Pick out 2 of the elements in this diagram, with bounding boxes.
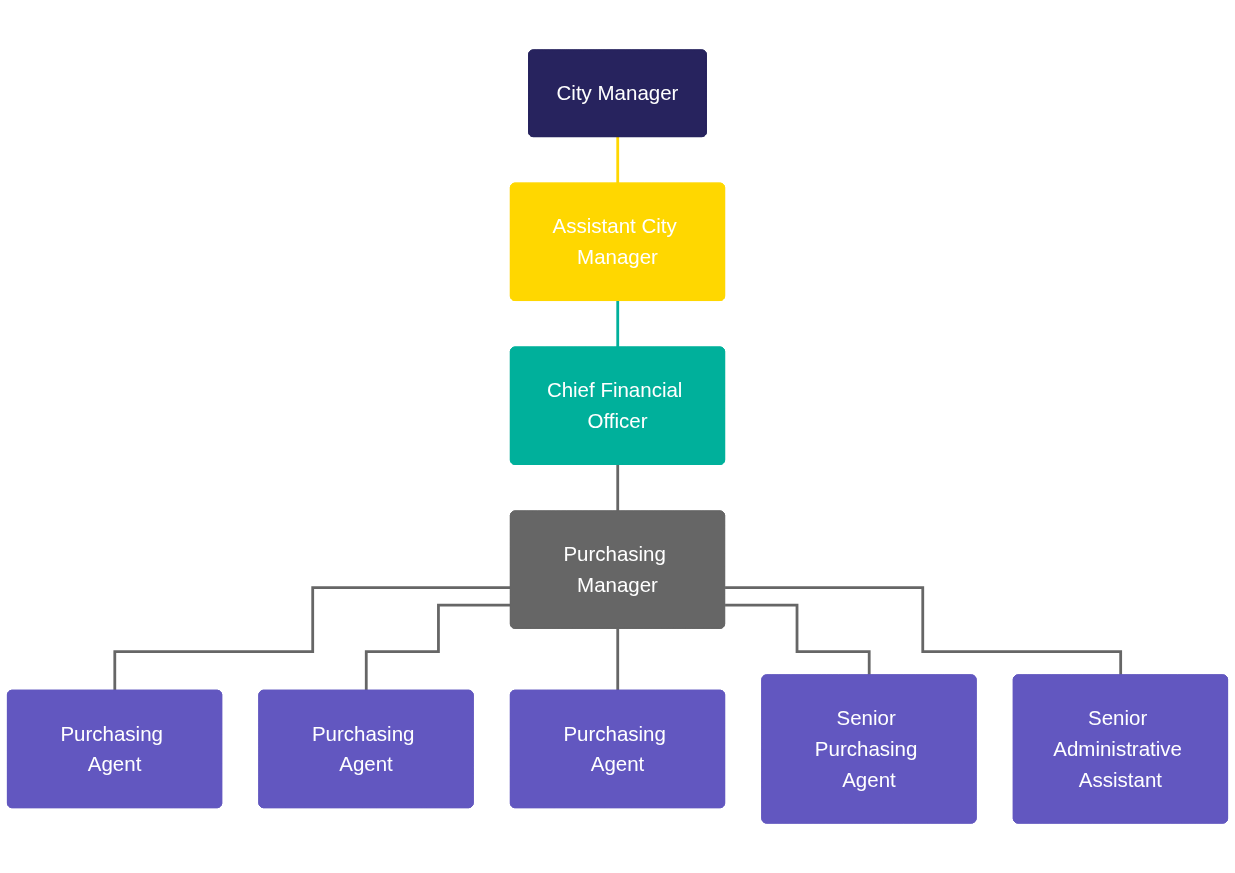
connector bbox=[616, 299, 620, 349]
connector bbox=[616, 463, 620, 513]
